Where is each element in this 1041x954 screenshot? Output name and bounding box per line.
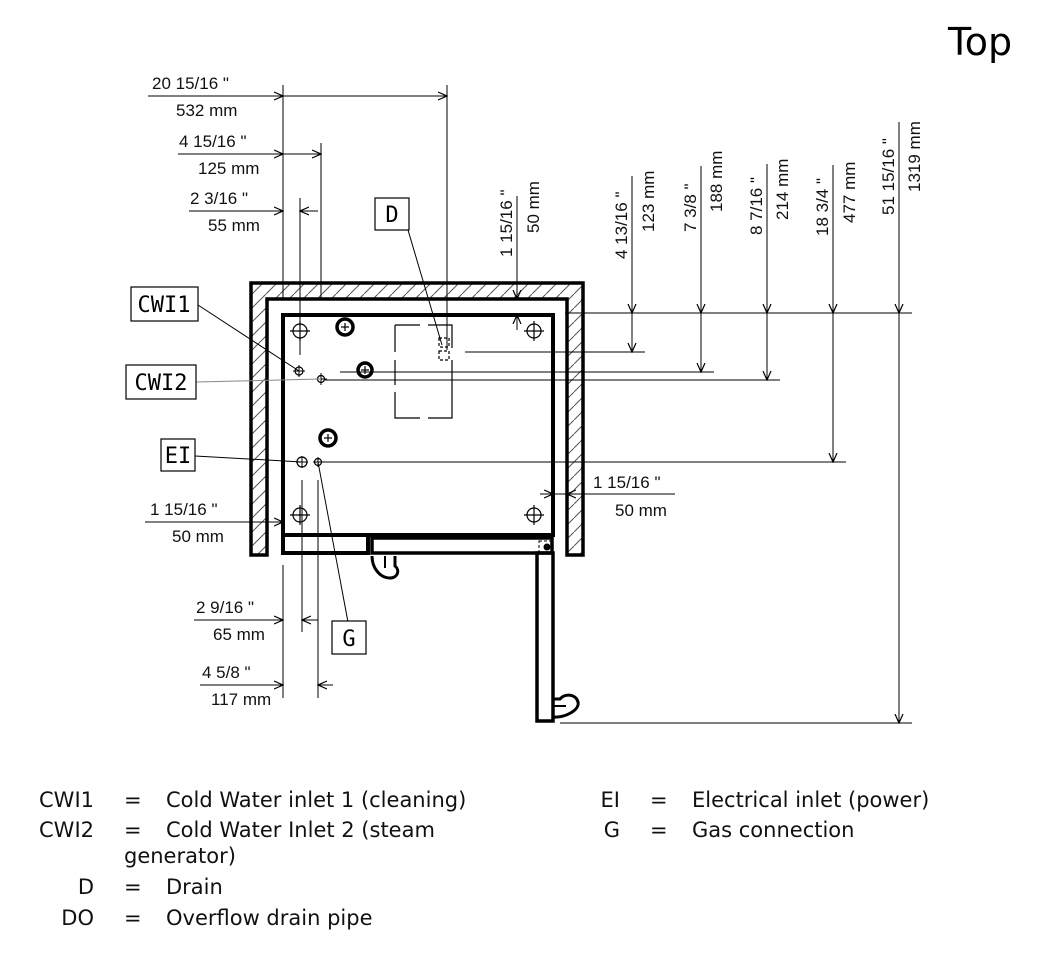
label-d-text: D (385, 203, 398, 228)
dimension-texts: 20 15/16 " 532 mm 4 15/16 " 125 mm 2 3/1… (150, 74, 924, 709)
legend-code: EI (600, 788, 620, 812)
label-g: G (331, 620, 367, 655)
dim-65-imperial: 2 9/16 " (196, 598, 254, 617)
dim-125-metric: 125 mm (198, 159, 259, 178)
label-cwi2-text: CWI2 (135, 371, 188, 396)
handle-icon (370, 555, 400, 580)
door (370, 540, 580, 723)
legend-equals: = (650, 818, 668, 842)
dim-55-metric: 55 mm (208, 216, 260, 235)
dim-532-metric: 532 mm (176, 101, 237, 120)
foot-icon (524, 505, 544, 525)
door-handle-icon (552, 693, 580, 719)
legend-desc: Cold Water Inlet 2 (steam (166, 818, 435, 842)
drain-area (394, 324, 453, 419)
legend-equals: = (124, 906, 142, 930)
dim-188-imperial: 7 3/8 " (681, 183, 700, 232)
label-ei: EI (160, 438, 196, 472)
label-cwi1: CWI1 (130, 286, 199, 322)
outer-wall (249, 281, 585, 557)
legend-code: G (603, 818, 620, 842)
dimension-lines (145, 85, 912, 723)
dim-55-imperial: 2 3/16 " (190, 189, 248, 208)
dim-123-metric: 123 mm (639, 171, 658, 232)
dim-117-imperial: 4 5/8 " (202, 663, 251, 682)
dim-wall-right-imperial: 1 15/16 " (593, 473, 660, 492)
dim-477-imperial: 18 3/4 " (813, 178, 832, 236)
dim-50-metric: 50 mm (524, 181, 543, 233)
dim-65-metric: 65 mm (213, 625, 265, 644)
legend-code: CWI2 (39, 818, 94, 842)
connection-symbols (290, 317, 544, 525)
label-g-text: G (342, 627, 355, 652)
label-cwi1-text: CWI1 (138, 293, 191, 318)
inner-cavity (281, 313, 555, 555)
legend-equals: = (124, 818, 142, 842)
dim-123-imperial: 4 13/16 " (612, 192, 631, 259)
dim-125-imperial: 4 15/16 " (179, 132, 246, 151)
legend-equals: = (124, 875, 142, 899)
label-ei-text: EI (165, 444, 192, 469)
legend-desc: Electrical inlet (power) (692, 788, 930, 812)
legend-desc: Drain (166, 875, 223, 899)
legend-equals: = (650, 788, 668, 812)
foot-icon (524, 321, 544, 341)
fitting-icon (318, 428, 338, 448)
label-d: D (374, 197, 410, 231)
dim-1319-metric: 1319 mm (905, 121, 924, 192)
foot-icon (290, 505, 310, 525)
door-hinge-icon (543, 543, 551, 551)
legend-desc: Gas connection (692, 818, 855, 842)
dim-477-metric: 477 mm (840, 162, 859, 223)
legend-code: D (77, 875, 94, 899)
fitting-icon (356, 361, 374, 379)
legend-equals: = (124, 788, 142, 812)
dim-214-imperial: 8 7/16 " (747, 177, 766, 235)
dim-wall-left-imperial: 1 15/16 " (150, 500, 217, 519)
legend-desc: Cold Water inlet 1 (cleaning) (166, 788, 467, 812)
legend-code: DO (61, 906, 94, 930)
fitting-icon (335, 317, 355, 337)
dim-214-metric: 214 mm (773, 159, 792, 220)
legend-code: CWI1 (39, 788, 94, 812)
legend-desc-continuation: generator) (124, 844, 236, 868)
dim-117-metric: 117 mm (211, 690, 271, 709)
dim-wall-left-metric: 50 mm (172, 527, 224, 546)
dim-wall-right-metric: 50 mm (615, 501, 667, 520)
dim-532-imperial: 20 15/16 " (152, 74, 229, 93)
dim-1319-imperial: 51 15/16 " (879, 138, 898, 215)
label-cwi2: CWI2 (125, 364, 197, 400)
dim-188-metric: 188 mm (707, 151, 726, 212)
legend-desc: Overflow drain pipe (166, 906, 373, 930)
view-title: Top (948, 20, 1013, 64)
dim-50-imperial: 1 15/16 " (497, 190, 516, 257)
